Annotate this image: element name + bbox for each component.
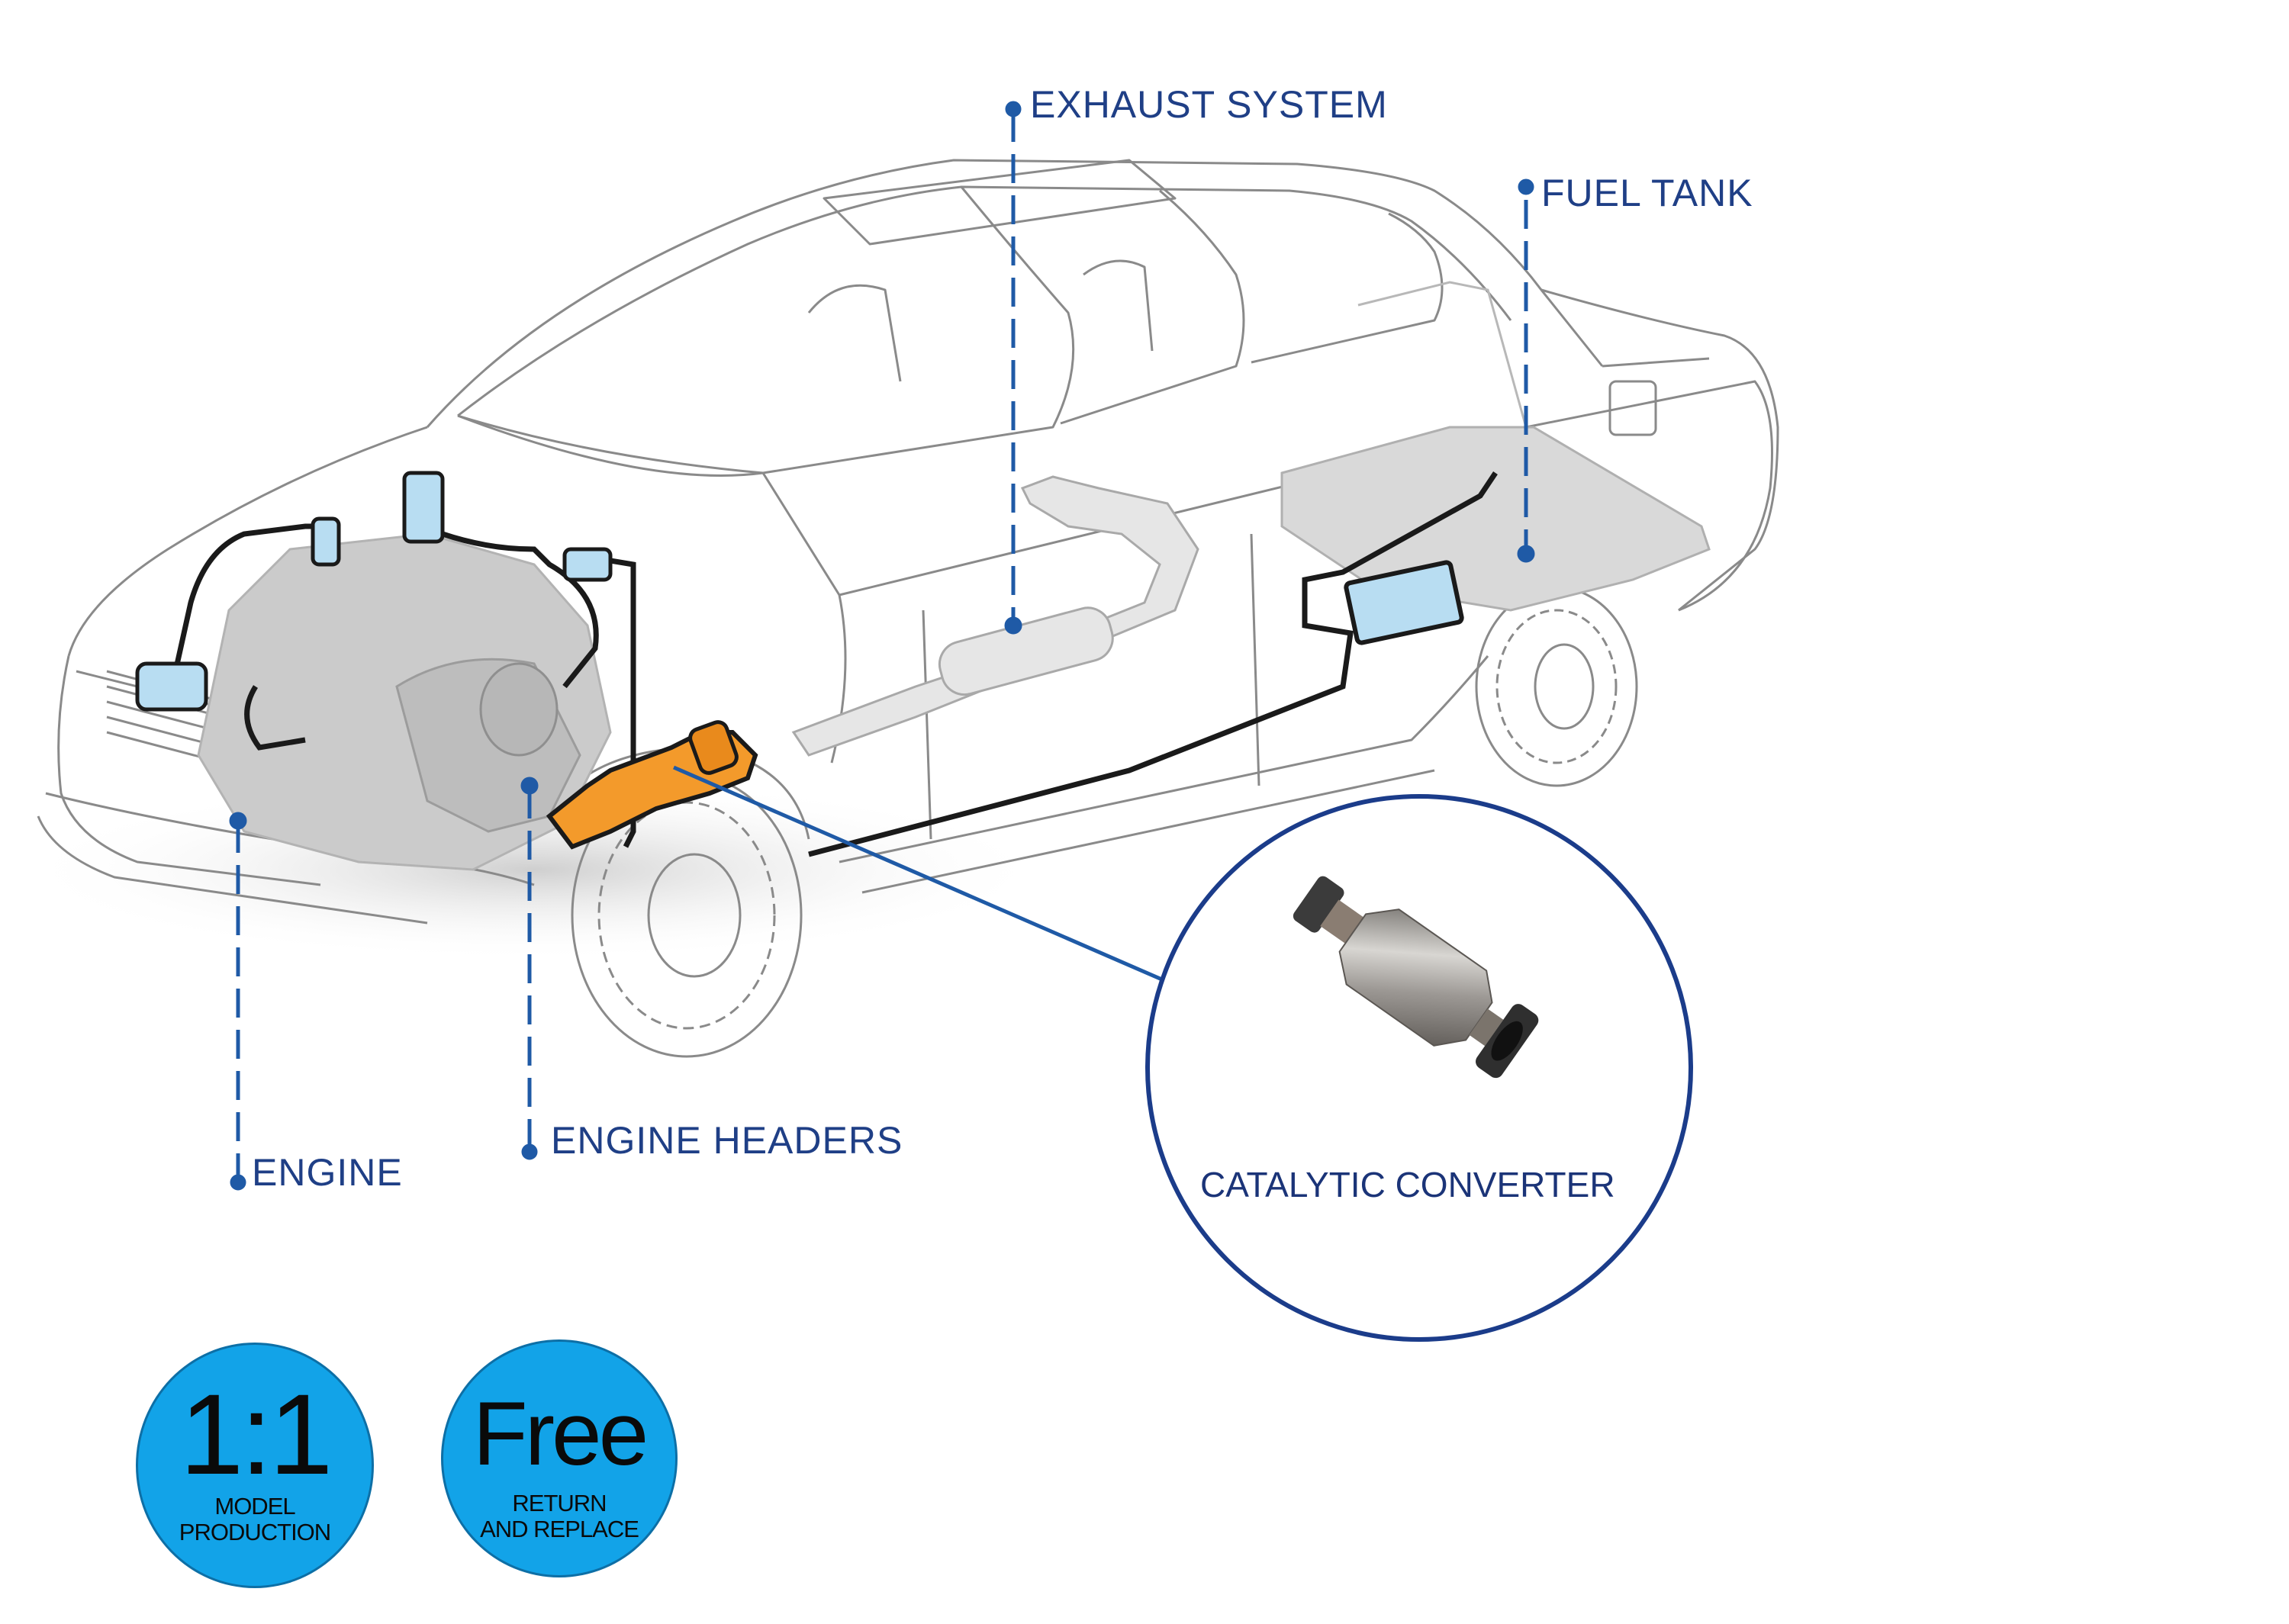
badge-line2: AND REPLACE [480,1516,639,1542]
catalytic-converter-highlight [546,720,758,850]
callout-circle [1145,794,1693,1342]
fuel-line [808,471,1498,857]
badge-model-production: 1:1 MODEL PRODUCTION [136,1343,374,1588]
leader-lines [229,101,1535,1191]
badge-line2: PRODUCTION [179,1519,331,1545]
badge-headline: Free [472,1384,649,1484]
label-engine: ENGINE [252,1151,403,1194]
engine-sensors [135,471,613,712]
label-engine-headers: ENGINE HEADERS [551,1119,903,1162]
badge-line1: RETURN [512,1490,607,1516]
callout-title: CATALYTIC CONVERTER [1200,1165,1615,1204]
engine-block [197,532,612,871]
callout-connector [673,765,1164,982]
exhaust-pipe [791,475,1199,757]
badge-headline: 1:1 [179,1370,333,1498]
badge-free-return: Free RETURN AND REPLACE [441,1339,678,1577]
label-fuel-tank: FUEL TANK [1541,172,1753,214]
fuel-tank-shape [1280,281,1711,645]
badge-line1: MODEL [214,1493,295,1519]
catalytic-converter-product [1293,876,1539,1079]
label-exhaust-system: EXHAUST SYSTEM [1030,83,1388,126]
